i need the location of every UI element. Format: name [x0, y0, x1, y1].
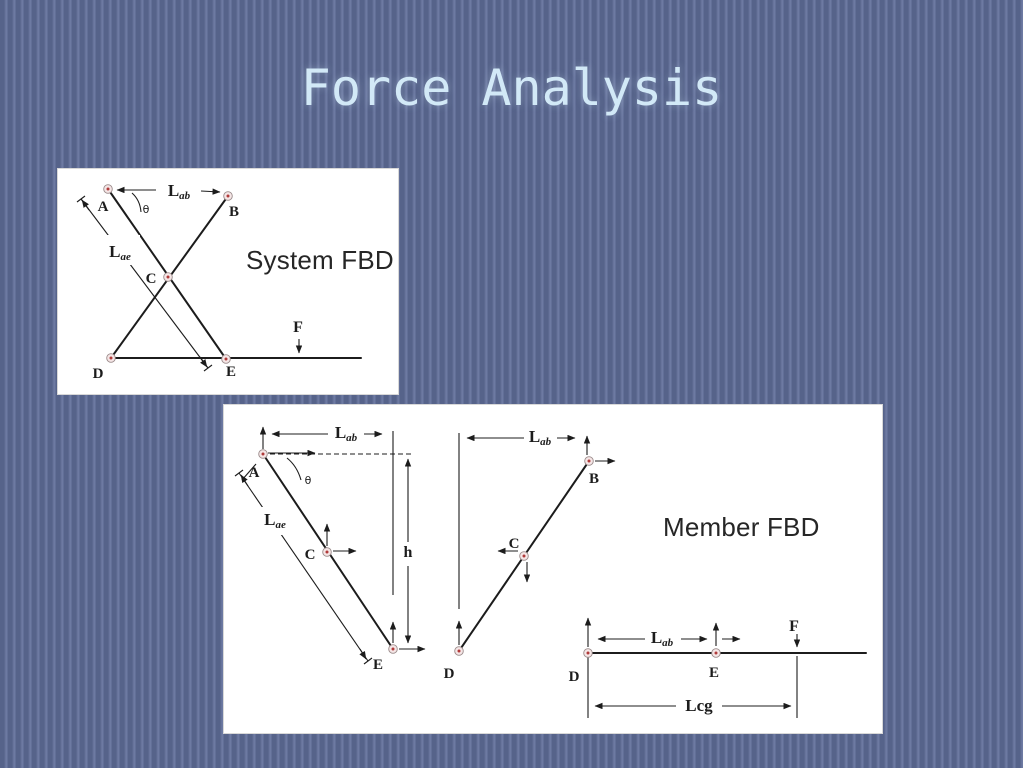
lae-top-tick	[76, 195, 86, 203]
lae-label-mask	[258, 507, 294, 535]
pin-c	[163, 272, 173, 282]
member-fbd-panel: Lab h θ Lae	[223, 404, 883, 734]
pin-d	[583, 648, 593, 658]
system-fbd-panel: Lab θ Lae F	[57, 168, 399, 395]
point-label-d: D	[444, 666, 455, 682]
pin-c	[519, 551, 529, 561]
member-de-fbd: Lab F Lcg D E	[569, 617, 867, 718]
pin-b	[223, 191, 233, 201]
lae-bottom-tick	[363, 657, 373, 665]
theta-label: θ	[143, 203, 150, 216]
system-fbd-dimensions: Lab θ Lae F	[76, 181, 303, 372]
system-fbd-point-labels: A B C D E	[93, 199, 239, 382]
lae-top-tick	[234, 469, 244, 477]
lae-dim-bottom-arrow	[199, 356, 208, 368]
theta-label: θ	[305, 474, 312, 487]
pin-b	[584, 456, 594, 466]
point-label-e: E	[373, 657, 383, 673]
h-dim-label: h	[404, 544, 413, 561]
point-label-c: C	[305, 547, 316, 563]
point-label-b: B	[229, 204, 239, 220]
point-label-c: C	[509, 536, 520, 552]
pin-a	[103, 184, 113, 194]
lab-dim-label: Lab	[529, 427, 552, 448]
point-label-d: D	[569, 669, 580, 685]
pin-d	[106, 353, 116, 363]
lae-dim-label: Lae	[264, 510, 286, 531]
slide-title: Force Analysis	[300, 59, 723, 117]
system-fbd-pins	[103, 184, 233, 364]
point-label-e: E	[709, 665, 719, 681]
lab-dim-label: Lab	[335, 423, 358, 444]
lab-dim-label: Lab	[168, 181, 191, 202]
member-fbd-diagram: Lab h θ Lae	[234, 423, 867, 718]
member-ae-fbd: Lab h θ Lae	[234, 423, 426, 673]
point-label-a: A	[98, 199, 109, 215]
lae-dim-line	[80, 198, 209, 369]
theta-arc	[131, 192, 142, 213]
lab-dim-label: Lab	[651, 628, 674, 649]
member-db-fbd: Lab D C B	[444, 427, 616, 682]
pin-e	[388, 644, 398, 654]
lae-dim-top-arrow	[81, 199, 90, 211]
pin-e	[711, 648, 721, 658]
point-label-c: C	[146, 271, 157, 287]
system-fbd-diagram: Lab θ Lae F	[76, 181, 394, 382]
theta-arc	[286, 457, 302, 481]
force-f-label: F	[789, 618, 799, 635]
lcg-dim-label: Lcg	[685, 696, 713, 715]
pin-e	[221, 354, 231, 364]
lae-dim-label: Lae	[109, 242, 131, 263]
pin-d	[454, 646, 464, 656]
lae-dim-bottom-arrow	[359, 648, 367, 660]
lae-dim-top-arrow	[240, 474, 249, 487]
point-label-d: D	[93, 366, 104, 382]
point-label-b: B	[589, 471, 599, 487]
pin-a	[258, 449, 268, 459]
system-fbd-caption: System FBD	[246, 245, 394, 275]
point-label-e: E	[226, 364, 236, 380]
point-label-a: A	[249, 465, 260, 481]
force-f-label: F	[293, 319, 303, 336]
lae-bottom-tick	[203, 364, 213, 372]
a-extension-tick	[241, 463, 257, 481]
lab-dim-right-arrow	[200, 188, 221, 195]
lae-label-mask	[102, 235, 140, 265]
member-fbd-caption: Member FBD	[663, 512, 820, 542]
lae-dim-line	[238, 472, 369, 662]
pin-c	[322, 547, 332, 557]
